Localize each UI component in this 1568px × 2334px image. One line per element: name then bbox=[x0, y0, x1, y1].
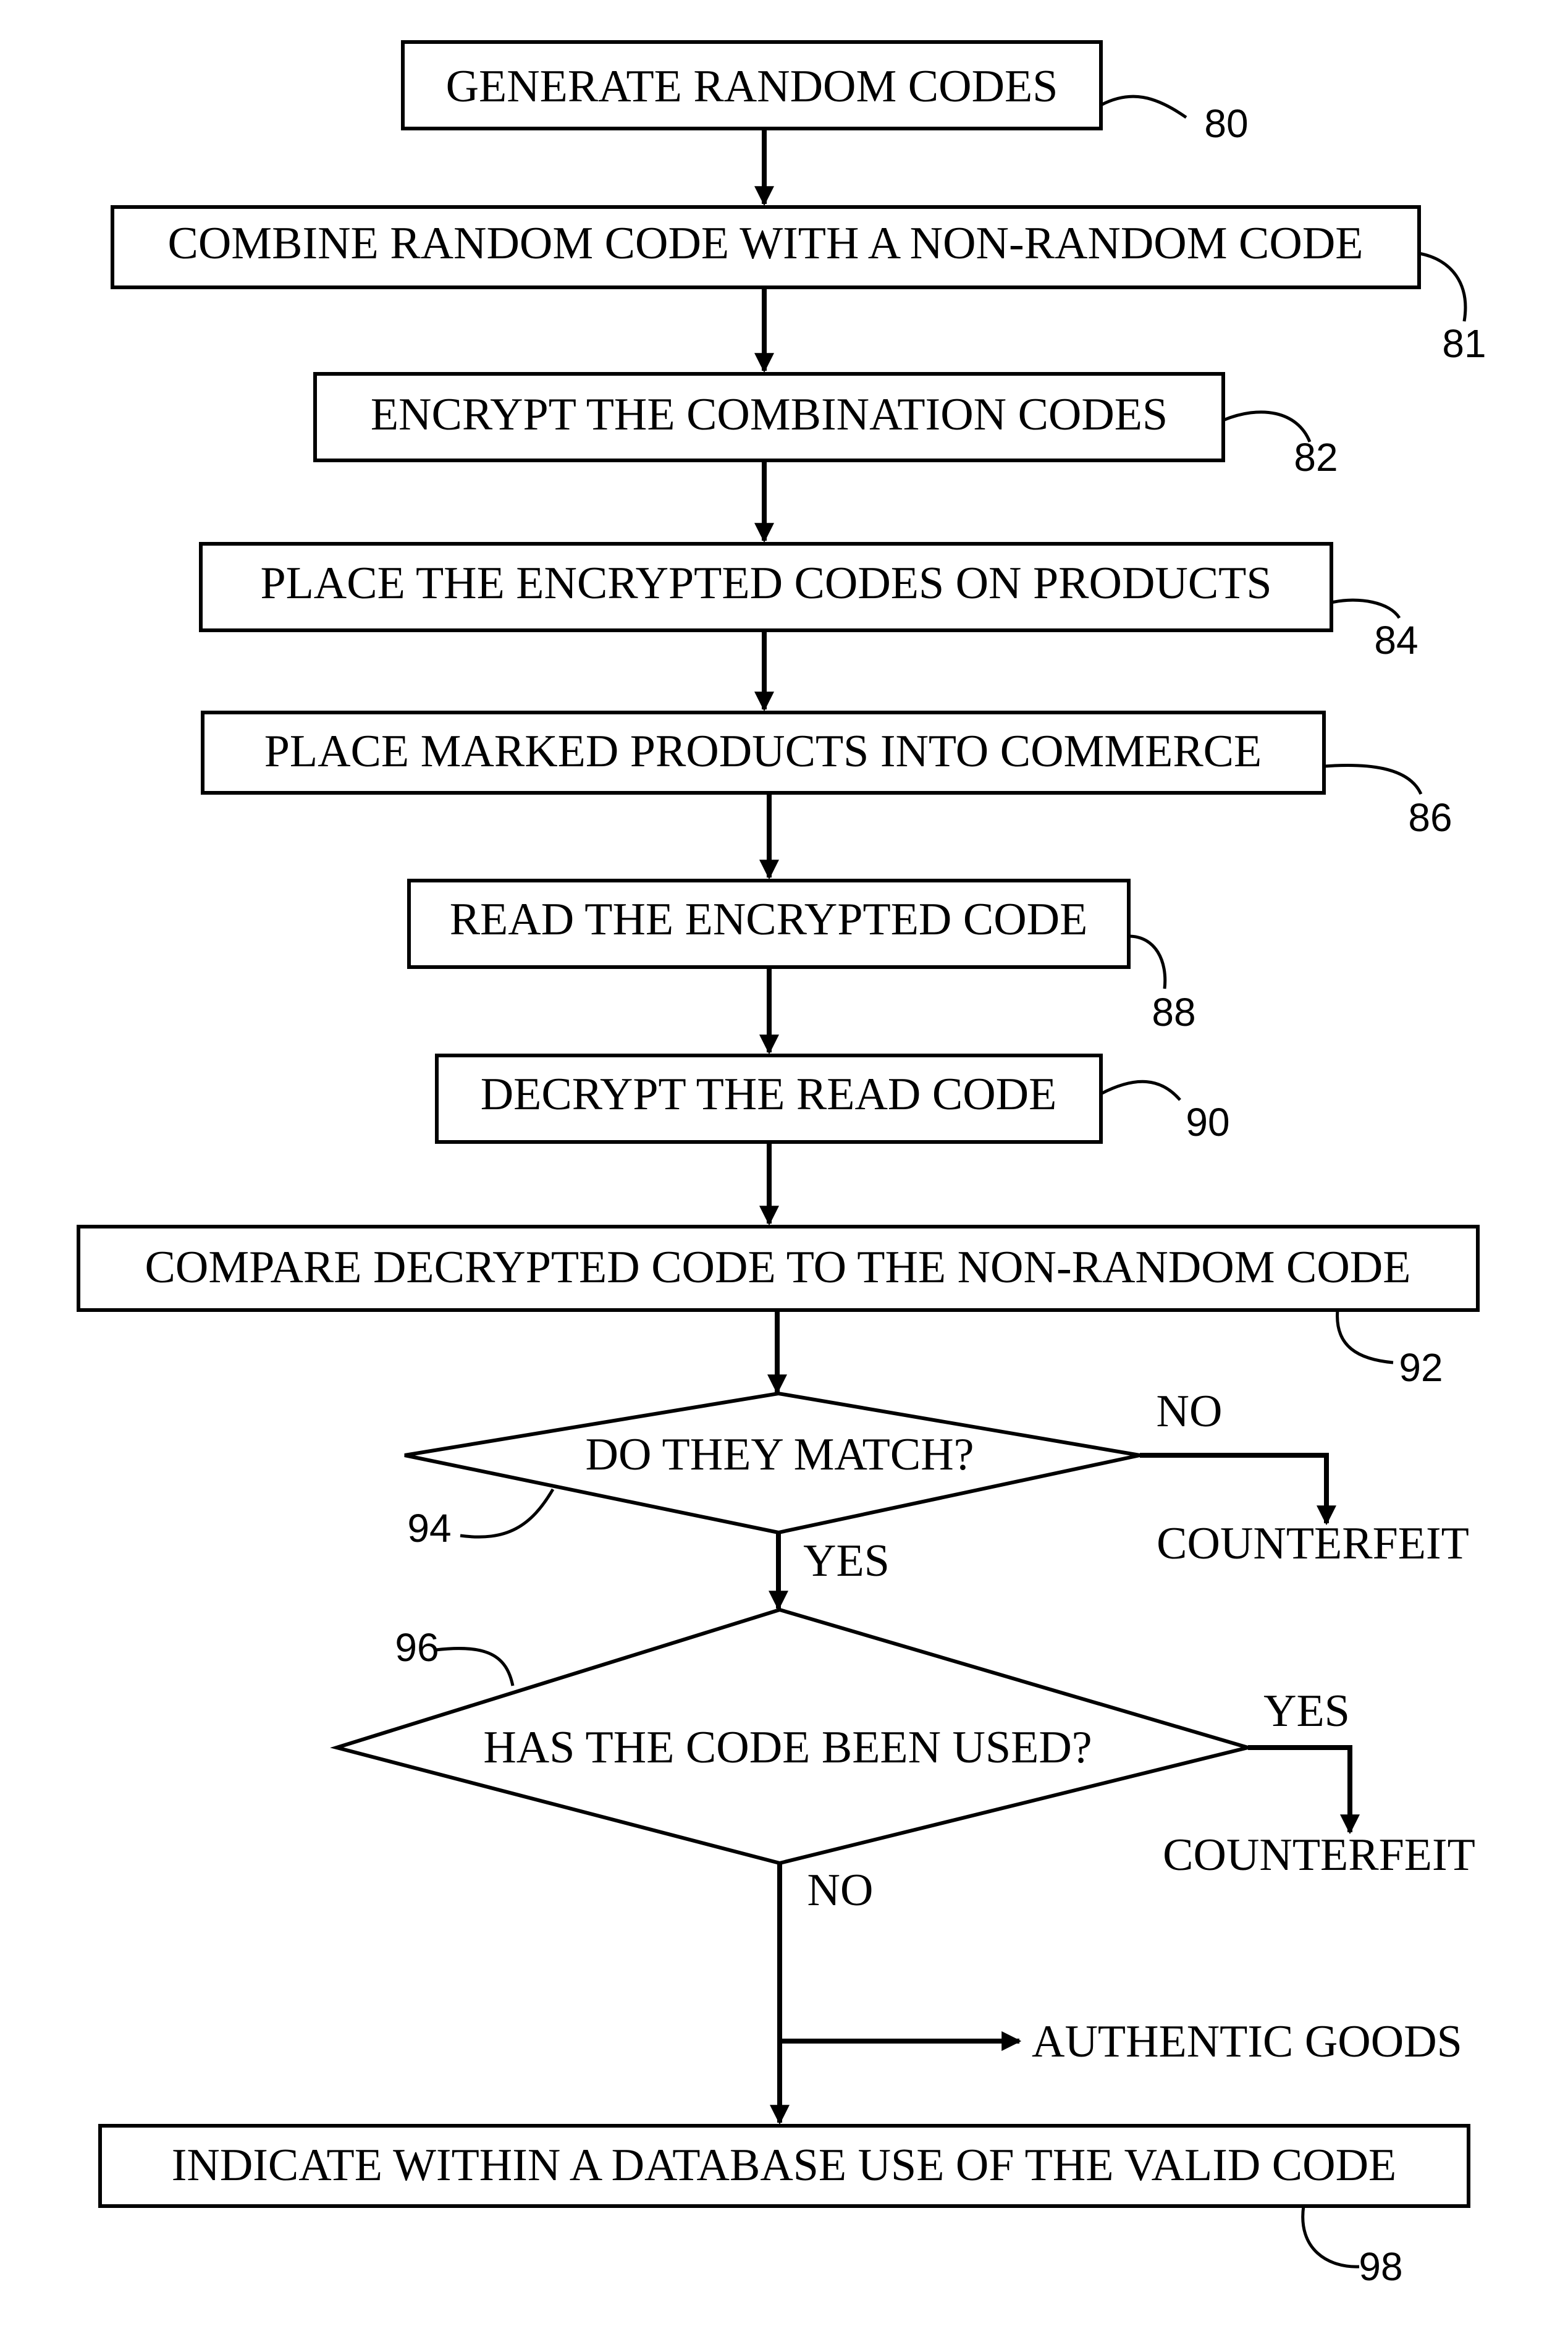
step-indicate-database-use: INDICATE WITHIN A DATABASE USE OF THE VA… bbox=[100, 2126, 1469, 2289]
no-label: NO bbox=[807, 1865, 874, 1916]
ref-number: 92 bbox=[1399, 1345, 1443, 1390]
counterfeit-outcome: COUNTERFEIT bbox=[1157, 1518, 1469, 1569]
step-combine-codes: COMBINE RANDOM CODE WITH A NON-RANDOM CO… bbox=[112, 207, 1486, 366]
leader-line bbox=[436, 1648, 513, 1686]
step-read-encrypted-code: READ THE ENCRYPTED CODE 88 bbox=[409, 881, 1196, 1034]
leader-line bbox=[1324, 765, 1421, 794]
leader-line bbox=[1338, 1310, 1393, 1363]
step-label: INDICATE WITHIN A DATABASE USE OF THE VA… bbox=[172, 2140, 1397, 2191]
step-decrypt-read-code: DECRYPT THE READ CODE 90 bbox=[437, 1055, 1230, 1144]
step-label: GENERATE RANDOM CODES bbox=[446, 61, 1058, 112]
step-place-products-into-commerce: PLACE MARKED PRODUCTS INTO COMMERCE 86 bbox=[203, 712, 1452, 840]
leader-line bbox=[1101, 96, 1186, 117]
ref-number: 82 bbox=[1294, 435, 1338, 480]
step-label: COMBINE RANDOM CODE WITH A NON-RANDOM CO… bbox=[168, 218, 1364, 269]
counterfeit-outcome: COUNTERFEIT bbox=[1163, 1830, 1475, 1880]
step-label: ENCRYPT THE COMBINATION CODES bbox=[371, 389, 1168, 440]
step-generate-random-codes: GENERATE RANDOM CODES 80 bbox=[403, 42, 1249, 146]
leader-line bbox=[1331, 600, 1399, 618]
ref-number: 80 bbox=[1204, 101, 1248, 146]
step-encrypt-combination: ENCRYPT THE COMBINATION CODES 82 bbox=[315, 374, 1338, 480]
leader-line bbox=[1129, 936, 1165, 989]
no-label: NO bbox=[1157, 1386, 1223, 1437]
ref-number: 81 bbox=[1442, 321, 1486, 366]
authentic-goods-label: AUTHENTIC GOODS bbox=[1032, 2016, 1462, 2067]
step-label: READ THE ENCRYPTED CODE bbox=[450, 894, 1088, 945]
ref-number: 86 bbox=[1408, 795, 1452, 840]
step-label: COMPARE DECRYPTED CODE TO THE NON-RANDOM… bbox=[145, 1242, 1411, 1293]
decision-code-used: HAS THE CODE BEEN USED? 96 YES COUNTERFE… bbox=[337, 1610, 1475, 1916]
ref-number: 84 bbox=[1374, 618, 1418, 662]
leader-line bbox=[460, 1489, 553, 1537]
decision-label: HAS THE CODE BEEN USED? bbox=[483, 1722, 1092, 1773]
yes-branch-arrow bbox=[1248, 1748, 1350, 1832]
decision-do-they-match: DO THEY MATCH? 94 NO COUNTERFEIT YES bbox=[405, 1386, 1469, 1586]
ref-number: 88 bbox=[1152, 990, 1195, 1034]
step-label: PLACE MARKED PRODUCTS INTO COMMERCE bbox=[264, 726, 1262, 777]
leader-line bbox=[1419, 253, 1465, 321]
step-place-codes-on-products: PLACE THE ENCRYPTED CODES ON PRODUCTS 84 bbox=[201, 544, 1418, 662]
decision-label: DO THEY MATCH? bbox=[586, 1429, 974, 1480]
yes-label: YES bbox=[803, 1536, 890, 1586]
ref-number: 90 bbox=[1186, 1100, 1229, 1144]
no-branch-arrow bbox=[1140, 1455, 1326, 1523]
leader-line bbox=[1303, 2206, 1359, 2267]
leader-line bbox=[1101, 1081, 1180, 1100]
ref-number: 98 bbox=[1359, 2244, 1402, 2289]
step-label: PLACE THE ENCRYPTED CODES ON PRODUCTS bbox=[260, 558, 1271, 609]
ref-number: 94 bbox=[407, 1506, 451, 1550]
ref-number: 96 bbox=[395, 1625, 439, 1670]
yes-label: YES bbox=[1263, 1686, 1350, 1736]
step-label: DECRYPT THE READ CODE bbox=[481, 1069, 1057, 1120]
